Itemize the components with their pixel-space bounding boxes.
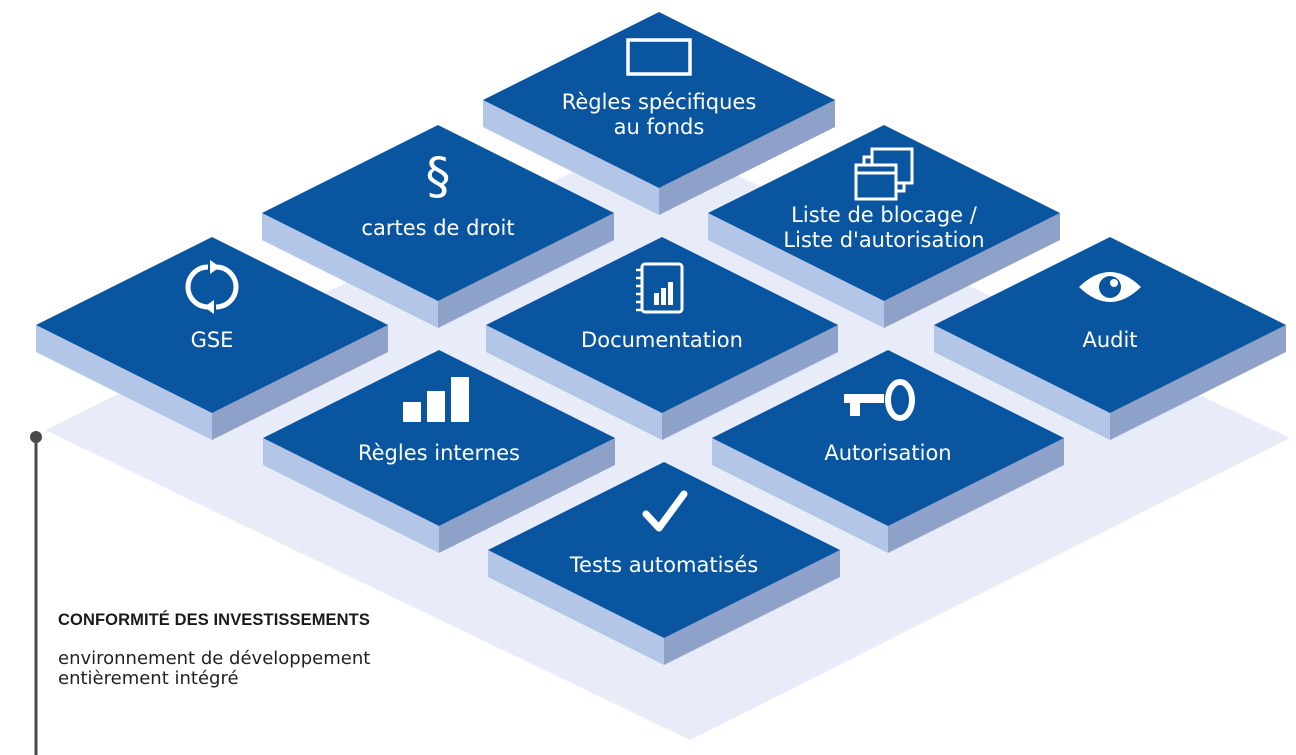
tile-side-left	[934, 325, 1110, 440]
tile-liste-blocage: Liste de blocage /Liste d'autorisation	[708, 125, 1060, 328]
tile-side-right	[884, 213, 1060, 328]
tile-top	[262, 125, 614, 301]
tile-side-right	[659, 100, 835, 215]
tile-documentation: Documentation	[486, 237, 838, 440]
tile-label: Liste de blocage /	[791, 203, 978, 227]
tile-side-left	[263, 438, 439, 553]
tile-label: Tests automatisés	[569, 553, 758, 577]
tile-side-right	[439, 438, 615, 553]
tile-top	[483, 12, 835, 188]
tile-label: GSE	[191, 328, 234, 352]
tile-label: au fonds	[614, 115, 705, 139]
tile-side-left	[262, 213, 438, 328]
refresh-icon	[185, 260, 239, 314]
tile-side-right	[438, 213, 614, 328]
key-icon	[844, 379, 915, 421]
tile-regles-internes: Règles internes	[263, 350, 615, 553]
stacked-windows-icon	[854, 147, 914, 201]
tile-side-left	[488, 550, 664, 665]
tile-label: Règles internes	[358, 441, 520, 465]
tile-label: Documentation	[581, 328, 743, 352]
tile-side-left	[486, 325, 662, 440]
tile-label: cartes de droit	[361, 216, 514, 240]
caption: CONFORMITÉ DES INVESTISSEMENTS environne…	[58, 611, 578, 689]
tile-autorisation: Autorisation	[712, 350, 1064, 553]
tile-top	[934, 237, 1286, 413]
eye-icon	[1079, 272, 1141, 302]
tile-side-left	[36, 325, 212, 440]
caption-line-2: entièrement intégré	[58, 668, 239, 689]
bar-chart-icon	[403, 377, 469, 422]
tile-top	[712, 350, 1064, 526]
caption-line-1: environnement de développement	[58, 648, 371, 669]
tile-side-right	[662, 325, 838, 440]
report-document-icon	[636, 262, 684, 314]
tile-top	[488, 462, 840, 638]
checkmark-icon	[642, 490, 688, 532]
rectangle-icon	[626, 38, 692, 76]
tile-side-left	[712, 438, 888, 553]
tile-audit: Audit	[934, 237, 1286, 440]
tile-side-right	[212, 325, 388, 440]
tile-side-right	[888, 438, 1064, 553]
tile-label: Règles spécifiques	[562, 90, 757, 114]
tile-top	[708, 125, 1060, 301]
tile-side-left	[708, 213, 884, 328]
tile-top	[36, 237, 388, 413]
tile-top	[263, 350, 615, 526]
tile-label: Autorisation	[824, 441, 951, 465]
connector-dot	[30, 431, 42, 443]
tile-top	[486, 237, 838, 413]
caption-title: CONFORMITÉ DES INVESTISSEMENTS	[58, 611, 370, 629]
tile-tests: Tests automatisés	[488, 462, 840, 665]
tile-side-right	[664, 550, 840, 665]
tile-label: Liste d'autorisation	[783, 228, 984, 252]
tile-label: Audit	[1082, 328, 1137, 352]
tile-cartes-droit: § cartes de droit	[262, 125, 614, 328]
tile-side-left	[483, 100, 659, 215]
section-sign-icon: §	[426, 147, 451, 205]
tile-gse: GSE	[36, 237, 388, 440]
tile-side-right	[1110, 325, 1286, 440]
svg-text:§: §	[426, 147, 451, 205]
